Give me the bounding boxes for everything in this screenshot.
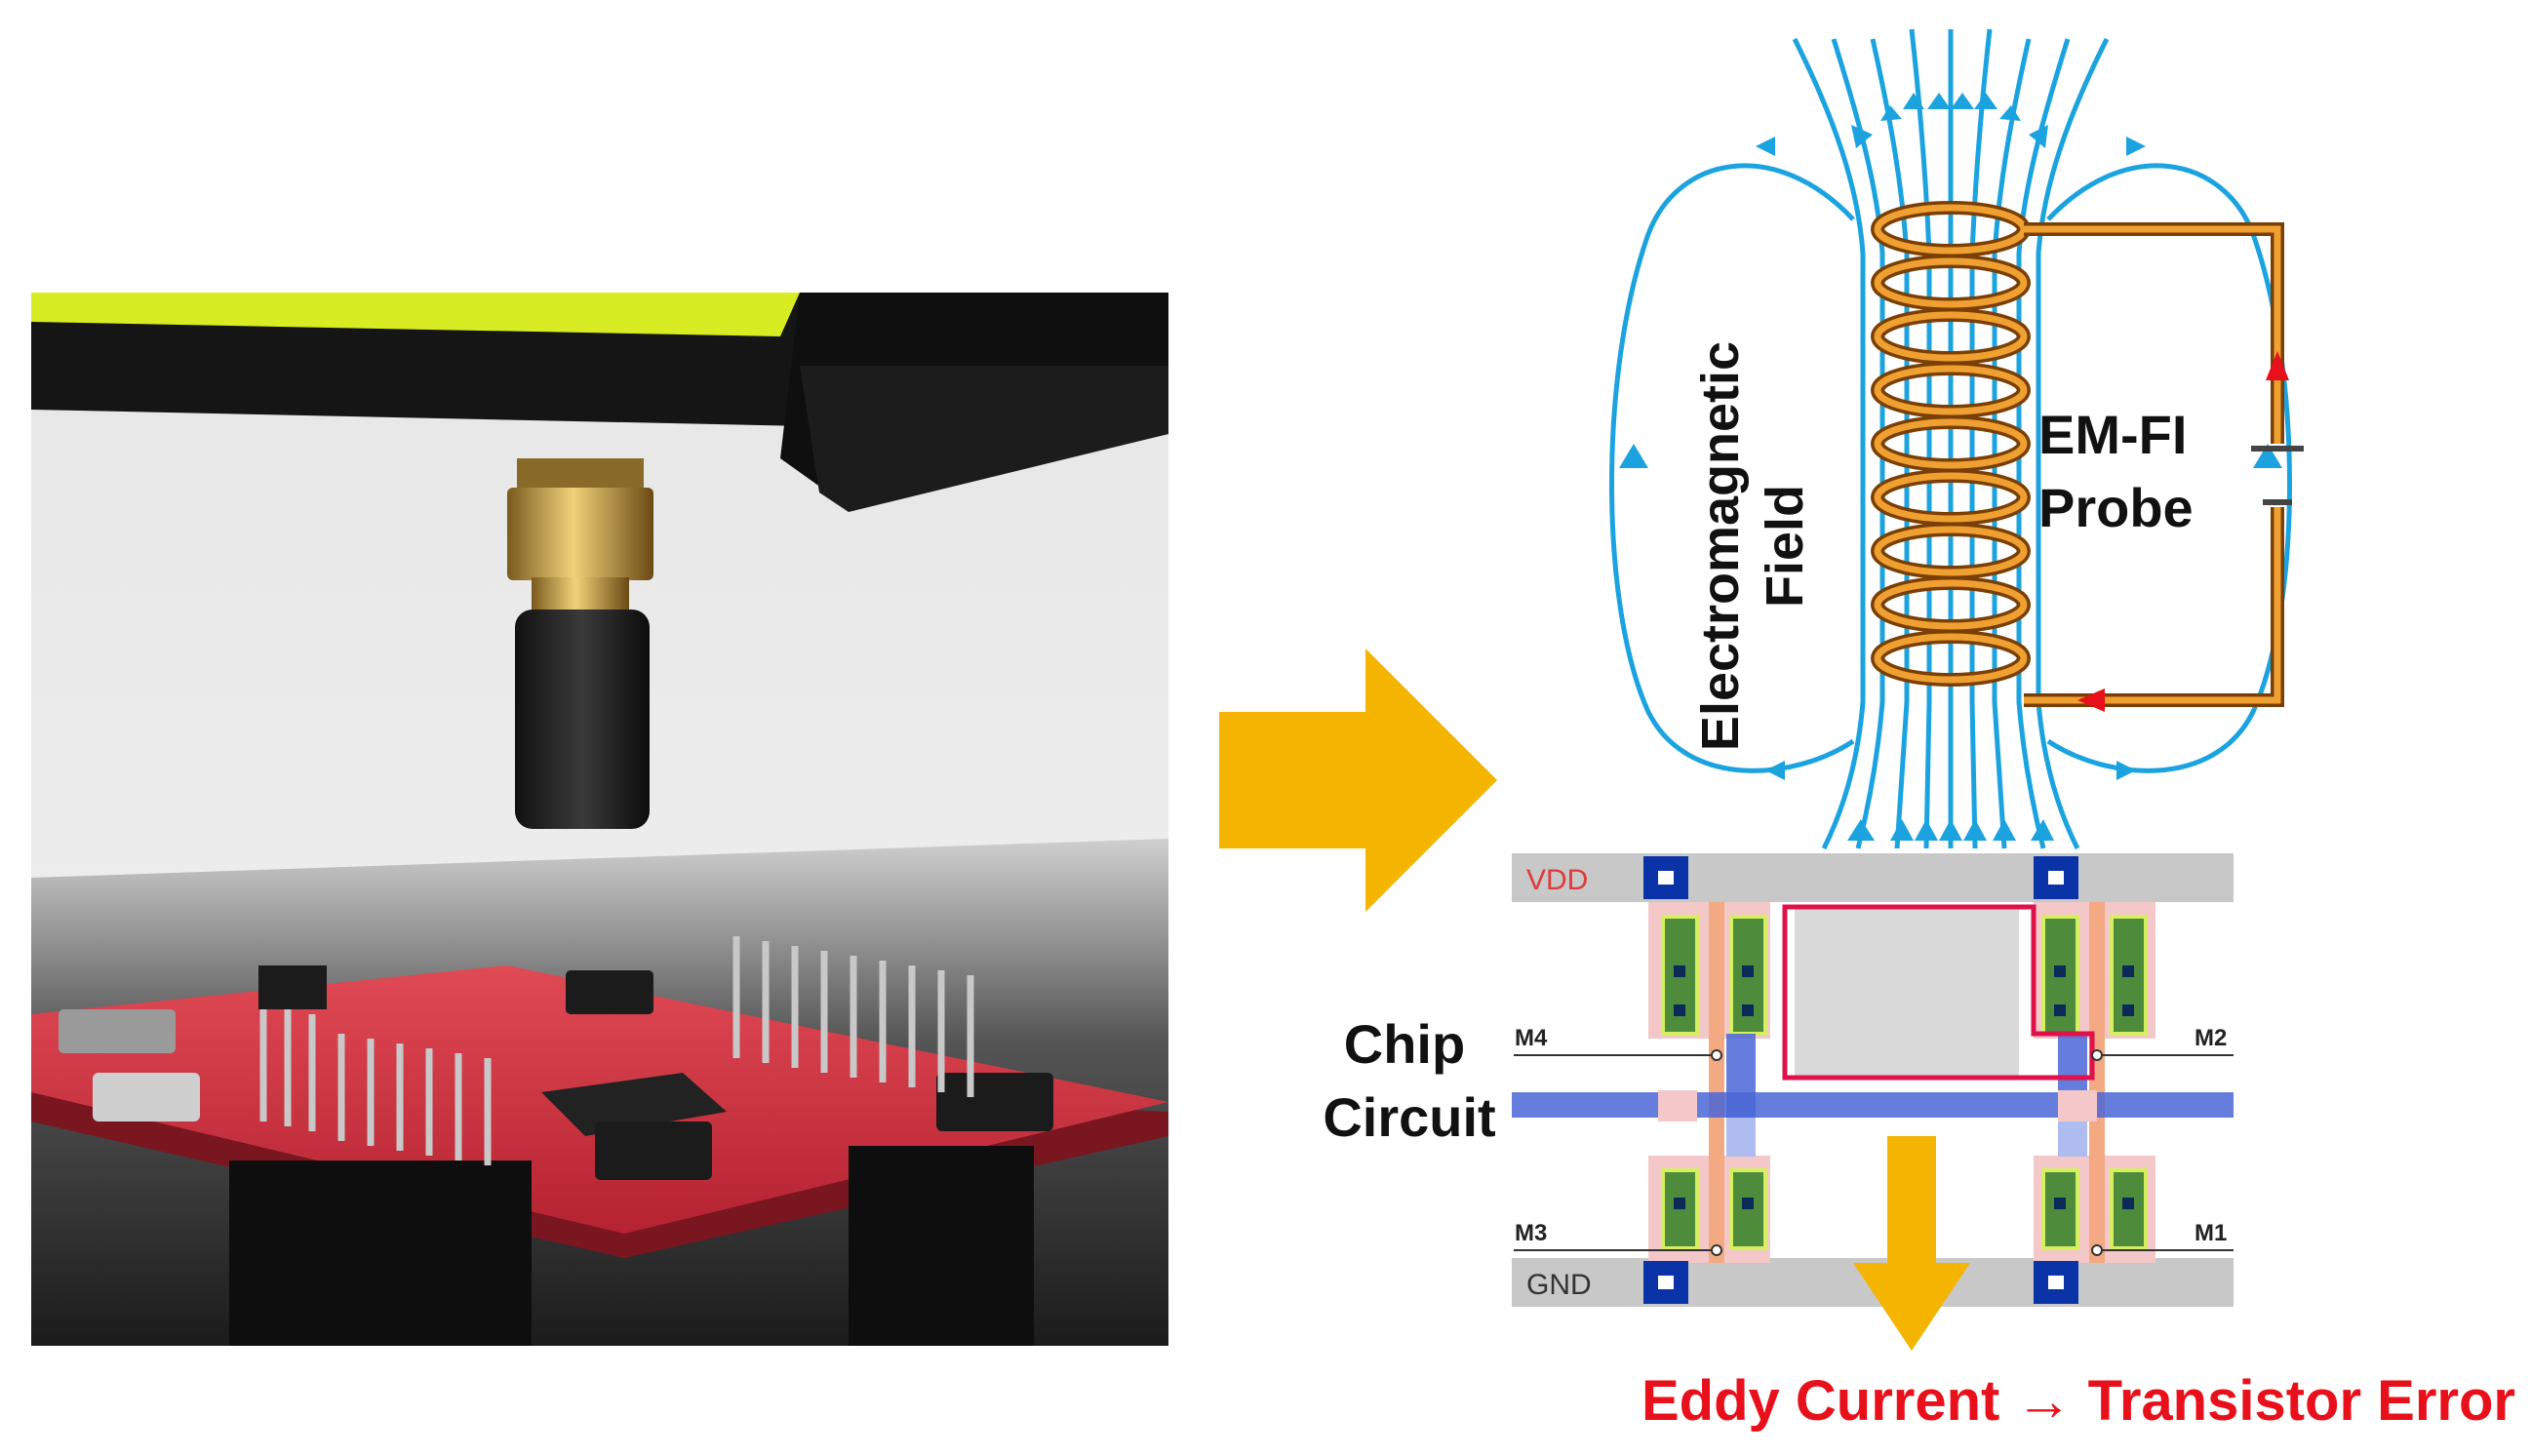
chip-circuit-layout: VDD GND (1512, 853, 2234, 1307)
chip-label-2: Circuit (1323, 1086, 1495, 1148)
eddy-current-arrow (1853, 1136, 1970, 1351)
m1-label: M1 (2195, 1220, 2227, 1246)
probe-mount (31, 293, 800, 336)
vdd-rail (1512, 853, 2234, 902)
field-arrowheads (1619, 93, 2282, 841)
probe-label-1: EM-FI (2038, 404, 2187, 465)
gnd-label: GND (1526, 1269, 1592, 1301)
chip-label-1: Chip (1344, 1013, 1465, 1075)
probe-label-2: Probe (2038, 477, 2194, 538)
m2-label: M2 (2195, 1025, 2227, 1051)
em-field-label-2: Field (1756, 485, 1814, 608)
current-arrow-left (2077, 689, 2105, 712)
m3-label: M3 (1515, 1220, 1547, 1246)
em-probe-tip (515, 610, 650, 829)
m4-label: M4 (1515, 1025, 1548, 1051)
em-probe-photo (31, 293, 1168, 1346)
vdd-label: VDD (1526, 864, 1588, 896)
current-arrow-up (2266, 351, 2289, 380)
process-arrow (1219, 649, 1497, 912)
em-field-label-1: Electromagnetic (1691, 341, 1750, 751)
pcb-board (31, 936, 1168, 1346)
caption-eddy-current: Eddy Current → Transistor Error (1641, 1369, 2515, 1433)
